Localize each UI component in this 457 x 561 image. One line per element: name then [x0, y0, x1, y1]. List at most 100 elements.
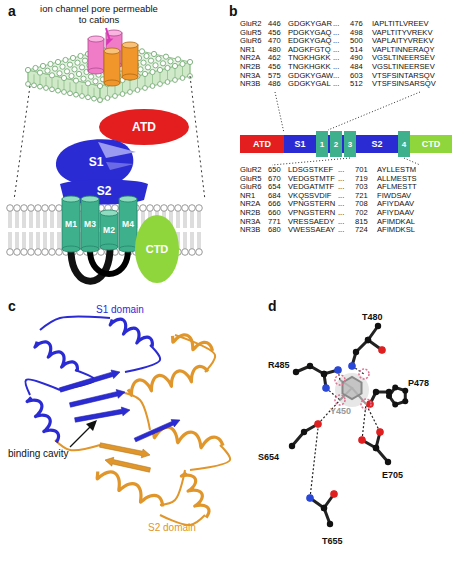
node-body: M4 — [119, 196, 137, 252]
helix-cylinder — [119, 246, 137, 252]
text-label: NR3A — [240, 72, 260, 81]
lipid-tail — [58, 80, 59, 89]
text-label: ALLMESTS — [377, 175, 417, 184]
domain-segment — [344, 131, 356, 157]
text-label: ion channel pore permeable to cations — [40, 4, 158, 26]
domain-label: M1 — [65, 219, 77, 229]
domain-segment — [398, 131, 410, 157]
text-label: TNGKHGKK — [288, 54, 331, 63]
text-label: 701 — [355, 166, 368, 175]
lipid-tail — [200, 211, 201, 228]
lipid-head — [68, 91, 73, 96]
text-label: 446 — [268, 20, 281, 29]
domain-node: M4 — [119, 196, 137, 252]
domain-label: M3 — [84, 219, 96, 229]
pore-arrow-head — [106, 39, 114, 47]
guide-line — [272, 158, 350, 165]
domain-node: ATD — [240, 135, 284, 153]
coil — [125, 345, 160, 372]
lipid-head — [49, 205, 56, 212]
text-label: GluR5 — [240, 175, 262, 184]
lipid-tail — [53, 232, 54, 249]
helix-cylinder — [104, 80, 120, 86]
node-body: S2 — [356, 135, 398, 153]
lipid-head — [173, 78, 178, 83]
text-label: binding cavity — [8, 448, 69, 460]
text-label: ADGKFGTQ — [288, 46, 331, 55]
lipid-tail — [107, 87, 108, 96]
coil — [26, 379, 60, 395]
atom — [323, 385, 329, 391]
lipid-tail — [11, 232, 12, 249]
lipid-tail — [177, 211, 178, 228]
alpha-helix — [128, 366, 208, 395]
text-label: 708 — [355, 200, 368, 209]
helix-cylinder — [100, 213, 118, 247]
lipid-tail — [37, 211, 38, 228]
lipid-head — [40, 63, 45, 68]
lipid-head — [147, 205, 154, 212]
alpha-helix — [35, 342, 78, 372]
lipid-head — [74, 92, 79, 97]
lipid-head — [113, 94, 118, 99]
lipid-head — [144, 53, 149, 58]
lipid-head — [21, 205, 28, 212]
alpha-helix — [181, 472, 209, 517]
atom — [402, 388, 408, 394]
ligand-atom — [359, 369, 369, 379]
lipid-head — [21, 249, 28, 256]
lipid-tail — [100, 89, 101, 98]
ligand-atom — [361, 399, 371, 409]
panel-label: E705 — [382, 470, 403, 480]
lipid-head — [120, 92, 125, 97]
text-label: ... — [333, 29, 339, 38]
text-label: 702 — [355, 209, 368, 218]
text-label: ... — [333, 54, 339, 63]
lipid-head — [56, 88, 61, 93]
helix-cylinder — [104, 48, 120, 54]
lipid-tail — [198, 211, 199, 228]
lipid-head — [49, 249, 56, 256]
domain-segment — [240, 135, 284, 153]
zoom-line — [14, 86, 30, 200]
lipid-head — [55, 59, 60, 64]
lipid-tail — [76, 84, 77, 93]
text-label: 724 — [355, 226, 368, 235]
lipid-tail — [70, 82, 71, 91]
text-label: ... — [333, 20, 339, 29]
lipid-tail — [32, 211, 33, 228]
domain-label: 1 — [320, 140, 324, 149]
lipid-head — [28, 249, 35, 256]
node-body: CTD — [410, 135, 452, 153]
lipid-tail — [184, 232, 185, 249]
text-label: 514 — [350, 46, 363, 55]
domain-node: M1 — [62, 196, 80, 252]
node-body: 2 — [330, 131, 342, 157]
text-label: ... — [333, 72, 339, 81]
text-label: NR1 — [240, 192, 255, 201]
lipid-tail — [152, 75, 153, 84]
text-label: LDSGSTKEF — [288, 166, 333, 175]
text-label: NR2A — [240, 54, 260, 63]
lipid-head — [189, 205, 196, 212]
text-label: GluR2 — [240, 20, 262, 29]
node-body: 1 — [316, 131, 328, 157]
coil — [40, 316, 110, 330]
text-label: 771 — [268, 218, 281, 227]
atom — [301, 429, 307, 435]
text-label: GluR5 — [240, 29, 262, 38]
domain-node: 3 — [344, 131, 356, 157]
node-body: 3 — [344, 131, 356, 157]
text-label: ... — [338, 200, 344, 209]
text-label: S1 domain — [96, 304, 144, 316]
lipid-tail — [39, 232, 40, 249]
domain-segment — [316, 131, 328, 157]
atom — [327, 521, 333, 527]
lipid-head — [82, 58, 87, 63]
helix-cylinder — [62, 196, 80, 202]
lipid-tail — [28, 73, 29, 82]
lipid-tail — [16, 211, 17, 228]
lipid-head — [92, 96, 97, 101]
domain-node: M2 — [100, 210, 118, 250]
lipid-head — [14, 249, 21, 256]
